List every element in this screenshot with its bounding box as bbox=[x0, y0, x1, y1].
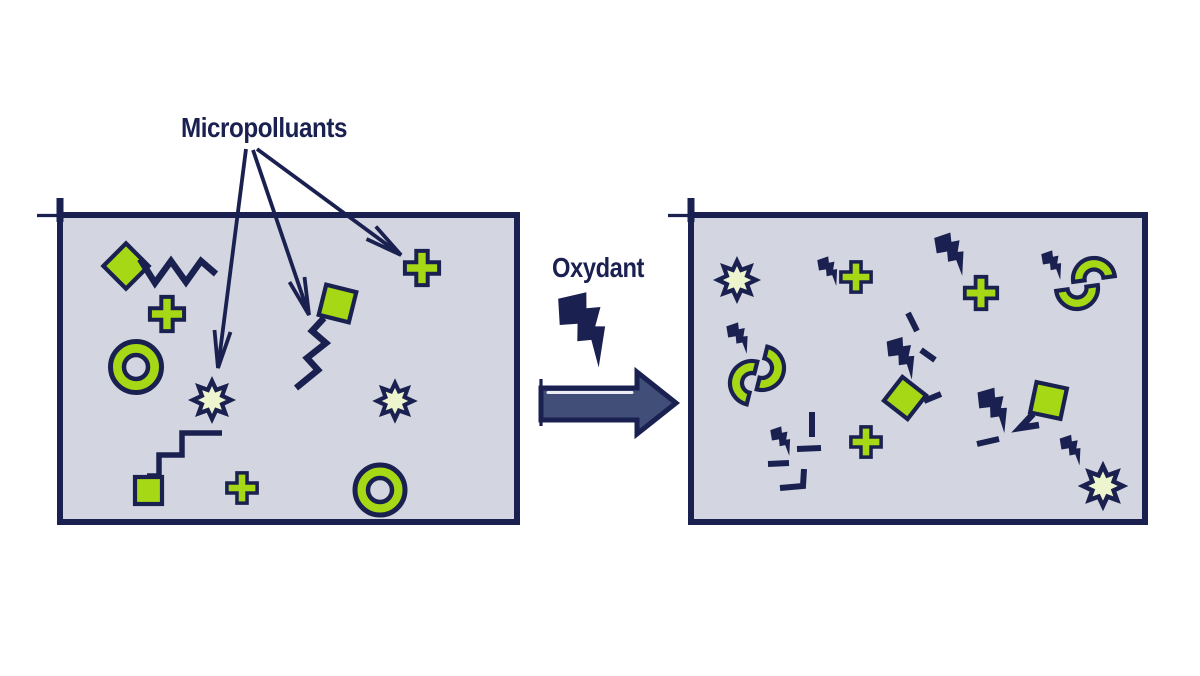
starburst-shape bbox=[193, 381, 231, 419]
pointer-arrow bbox=[212, 148, 248, 369]
oxidation-process: Oxydant bbox=[538, 252, 681, 440]
ring-shape-hole bbox=[121, 352, 151, 382]
square-shape bbox=[316, 282, 359, 325]
right-tank bbox=[668, 198, 1148, 525]
chain-fragment bbox=[976, 436, 1000, 447]
bolt-with-chain-fragments bbox=[766, 412, 822, 491]
micropolluants-label: Micropolluants bbox=[181, 112, 347, 143]
ring-shape-hole bbox=[365, 475, 395, 505]
lightning-bolt-icon bbox=[547, 282, 628, 374]
zigzag-chain bbox=[1011, 411, 1040, 433]
zigzag-chain bbox=[293, 315, 332, 391]
pointer-arrow bbox=[255, 147, 403, 257]
chain-fragment bbox=[767, 460, 790, 467]
diamond-shape bbox=[880, 373, 930, 423]
chain-fragment bbox=[779, 468, 807, 491]
chain-fragment bbox=[905, 311, 920, 333]
zigzag-chain bbox=[137, 255, 219, 289]
left-tank bbox=[37, 198, 520, 525]
right-tank-basin bbox=[688, 212, 1148, 525]
bolt-striking-square-with-zigzag bbox=[971, 379, 1070, 447]
pointer-arrow bbox=[251, 149, 311, 316]
right-arrow-icon bbox=[538, 366, 681, 440]
square-shape bbox=[132, 474, 165, 507]
oxydant-label: Oxydant bbox=[552, 252, 644, 283]
bolt-striking-diamond bbox=[880, 311, 943, 423]
micropolluants-callout: Micropolluants bbox=[181, 112, 403, 369]
starburst-shape bbox=[377, 383, 413, 419]
diamond-shape bbox=[100, 240, 152, 292]
square-shape bbox=[1027, 379, 1070, 422]
chain-fragment bbox=[919, 347, 937, 363]
chain-fragment bbox=[922, 391, 943, 404]
starburst-shape bbox=[718, 261, 756, 299]
starburst-shape bbox=[1083, 466, 1123, 506]
chain-fragment bbox=[796, 445, 822, 452]
